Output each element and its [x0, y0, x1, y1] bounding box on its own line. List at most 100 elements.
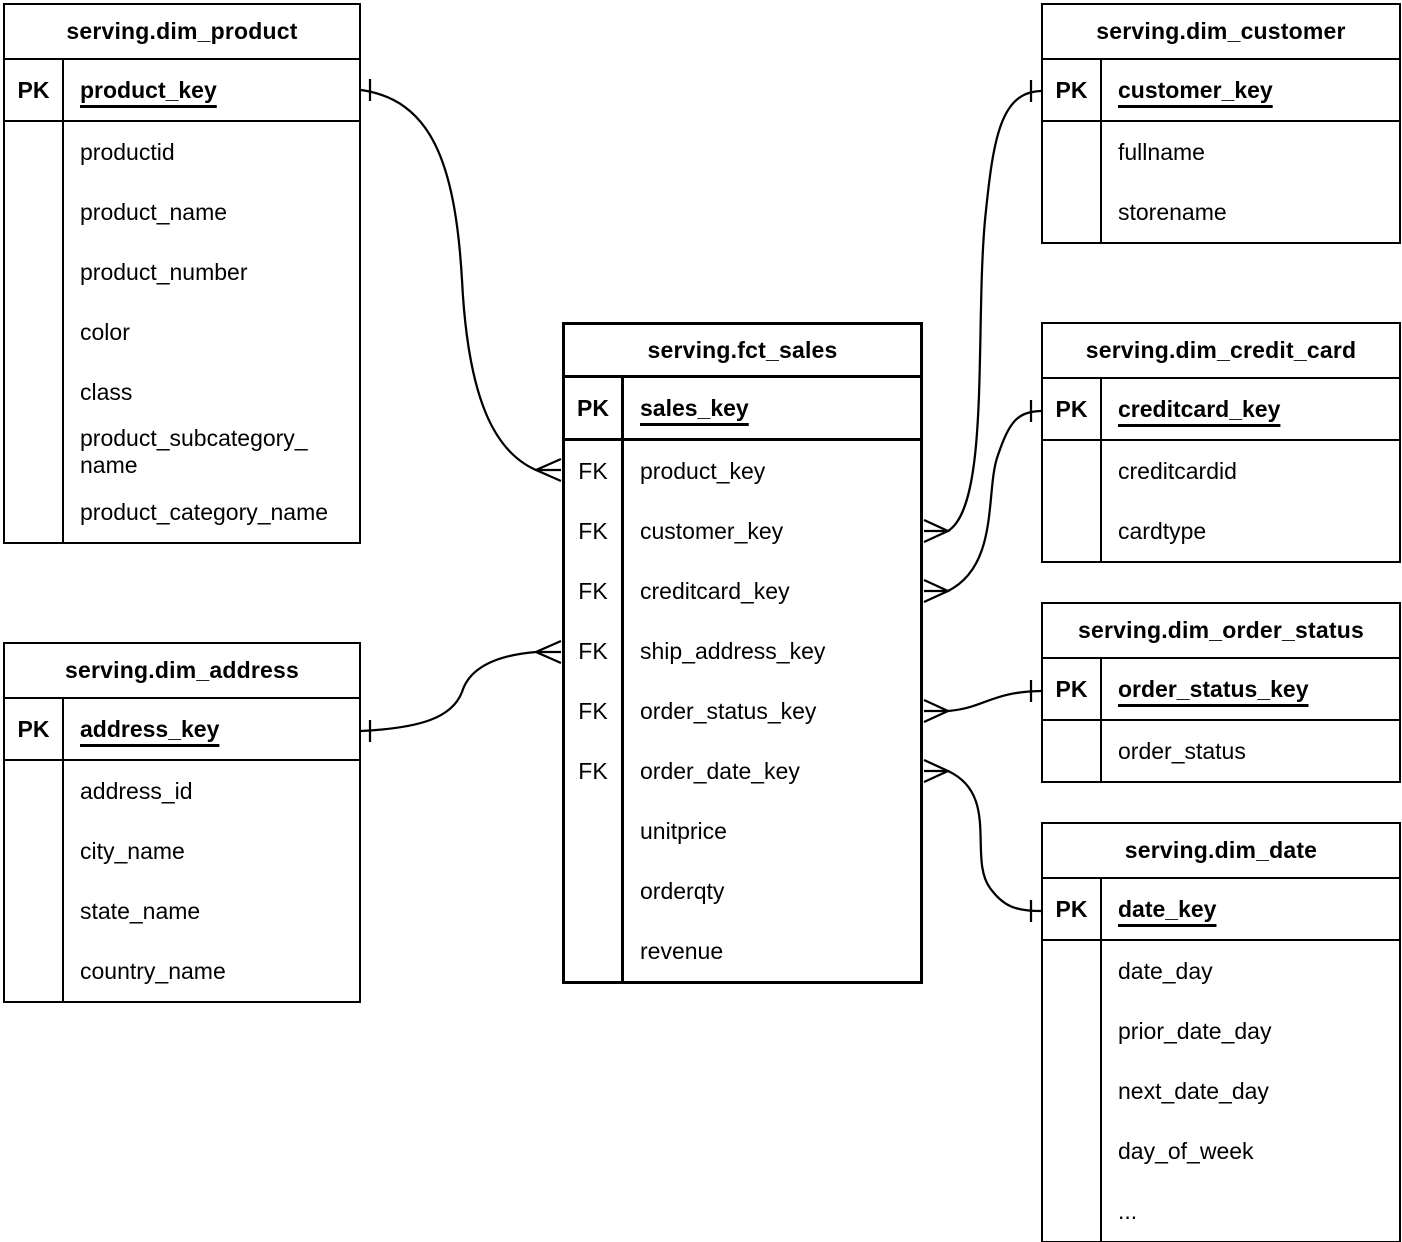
pk-field-name: order_status_key [1118, 675, 1309, 702]
table-dim-date: serving.dim_date PK date_key date_day pr… [1041, 822, 1401, 1242]
fk-label [565, 921, 621, 981]
crow-foot-many-marker [923, 518, 951, 544]
field-row: country_name [80, 957, 226, 984]
primary-key-row: PK address_key [5, 699, 359, 761]
table-title: serving.dim_date [1043, 824, 1399, 879]
relationship-customer [923, 80, 1042, 544]
table-dim-credit-card: serving.dim_credit_card PK creditcard_ke… [1041, 322, 1401, 563]
field-row: product_subcategory_ name [80, 425, 308, 478]
key-column-empty [1043, 721, 1102, 781]
field-row: revenue [640, 937, 724, 964]
pk-label: PK [565, 378, 624, 438]
field-column: fullname storename [1102, 122, 1399, 242]
field-column: order_status [1102, 721, 1399, 781]
fk-label: FK [578, 637, 608, 664]
primary-key-row: PK product_key [5, 60, 359, 122]
pk-label: PK [1043, 60, 1102, 120]
table-body: order_status [1043, 721, 1399, 781]
field-row: product_name [80, 198, 228, 225]
field-row: product_number [80, 258, 248, 285]
fk-label: FK [578, 457, 608, 484]
field-row: next_date_day [1118, 1077, 1269, 1104]
field-row: cardtype [1118, 517, 1207, 544]
relationship-order-date [923, 758, 1042, 922]
pk-field-name: customer_key [1118, 76, 1273, 103]
relationship-line [947, 769, 1042, 913]
fk-label [565, 801, 621, 861]
table-body: address_id city_name state_name country_… [5, 761, 359, 1001]
table-title: serving.fct_sales [565, 325, 920, 378]
field-row: day_of_week [1118, 1137, 1254, 1164]
table-body: FK FK FK FK FK FK product_key customer_k… [565, 441, 920, 981]
field-row: city_name [80, 837, 185, 864]
relationship-product [360, 79, 562, 483]
pk-field-name: date_key [1118, 895, 1217, 922]
key-column-empty [5, 122, 64, 542]
key-column-empty [1043, 441, 1102, 561]
primary-key-row: PK sales_key [565, 378, 920, 441]
pk-label: PK [1043, 379, 1102, 439]
relationship-line [360, 88, 537, 472]
table-body: productid product_name product_number co… [5, 122, 359, 542]
field-row: orderqty [640, 877, 725, 904]
field-column: productid product_name product_number co… [64, 122, 359, 542]
relationship-line [947, 89, 1042, 532]
field-column: address_id city_name state_name country_… [64, 761, 359, 1001]
table-dim-customer: serving.dim_customer PK customer_key ful… [1041, 3, 1401, 244]
fk-label: FK [578, 577, 608, 604]
fk-label: FK [578, 517, 608, 544]
table-title: serving.dim_product [5, 5, 359, 60]
table-dim-order-status: serving.dim_order_status PK order_status… [1041, 602, 1401, 783]
table-title: serving.dim_address [5, 644, 359, 699]
table-dim-address: serving.dim_address PK address_key addre… [3, 642, 361, 1003]
field-row: storename [1118, 198, 1227, 225]
pk-field-name: creditcard_key [1118, 395, 1281, 422]
pk-field-name: address_key [80, 715, 220, 742]
field-row: date_day [1118, 957, 1213, 984]
relationship-address [360, 639, 562, 742]
pk-field-name: sales_key [640, 394, 749, 421]
crow-foot-many-marker [923, 578, 951, 604]
table-body: fullname storename [1043, 122, 1399, 242]
relationship-credit-card [923, 400, 1042, 604]
crow-foot-many-marker [533, 457, 562, 483]
field-row: color [80, 318, 130, 345]
fk-label: FK [578, 697, 608, 724]
crow-foot-many-marker [923, 758, 951, 784]
table-body: creditcardid cardtype [1043, 441, 1399, 561]
field-row: order_date_key [640, 757, 800, 784]
pk-label: PK [1043, 879, 1102, 939]
field-row: ship_address_key [640, 637, 826, 664]
table-title: serving.dim_credit_card [1043, 324, 1399, 379]
field-row: creditcardid [1118, 457, 1237, 484]
fk-label: FK [578, 757, 608, 784]
field-row: prior_date_day [1118, 1017, 1272, 1044]
relationship-line [360, 650, 537, 733]
field-row: product_category_name [80, 498, 329, 525]
field-row: creditcard_key [640, 577, 790, 604]
pk-label: PK [5, 60, 64, 120]
pk-field-name: product_key [80, 76, 217, 103]
field-row: product_key [640, 457, 766, 484]
pk-label: PK [1043, 659, 1102, 719]
field-row: address_id [80, 777, 193, 804]
table-body: date_day prior_date_day next_date_day da… [1043, 941, 1399, 1241]
primary-key-row: PK creditcard_key [1043, 379, 1399, 441]
key-column-empty [5, 761, 64, 1001]
table-title: serving.dim_customer [1043, 5, 1399, 60]
field-row: ... [1118, 1197, 1138, 1224]
field-row: order_status [1118, 737, 1246, 764]
primary-key-row: PK customer_key [1043, 60, 1399, 122]
field-column: product_key customer_key creditcard_key … [624, 441, 920, 981]
fk-label [565, 861, 621, 921]
table-fct-sales: serving.fct_sales PK sales_key FK FK FK … [562, 322, 923, 984]
relationship-line [947, 689, 1042, 713]
key-column: FK FK FK FK FK FK [565, 441, 624, 981]
field-row: unitprice [640, 817, 727, 844]
key-column-empty [1043, 122, 1102, 242]
relationship-line [947, 409, 1042, 593]
key-column-empty [1043, 941, 1102, 1241]
field-column: date_day prior_date_day next_date_day da… [1102, 941, 1399, 1241]
primary-key-row: PK date_key [1043, 879, 1399, 941]
